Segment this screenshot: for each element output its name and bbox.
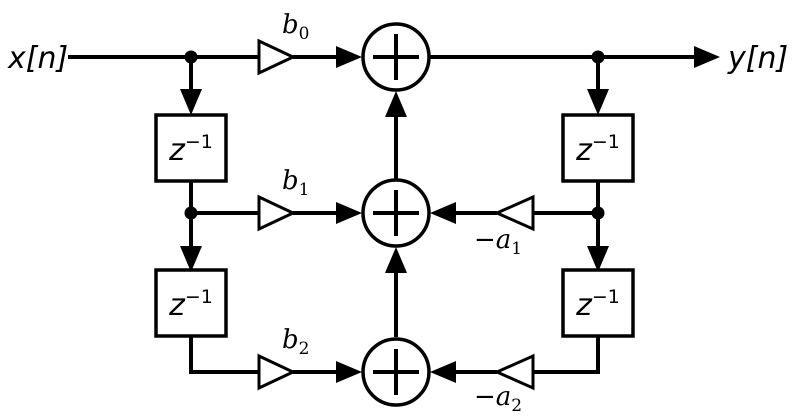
svg-text:z−1: z−1 bbox=[168, 131, 213, 168]
gain-a1 bbox=[493, 194, 535, 232]
delay-left-2: z−1 bbox=[154, 268, 228, 338]
arrowhead-a2-into-sum2 bbox=[430, 361, 456, 383]
gain-b2 bbox=[257, 353, 297, 391]
arrowhead-sum2-into-sum1 bbox=[385, 247, 407, 273]
delay-left-1: z−1 bbox=[154, 113, 228, 183]
sum-node-0 bbox=[361, 22, 431, 92]
arrowhead-sum1-into-sum0 bbox=[385, 91, 407, 117]
arrowhead-into-right-delay1 bbox=[587, 89, 609, 115]
coef-b0-label: b0 bbox=[282, 10, 309, 44]
arrowheads bbox=[180, 46, 720, 383]
junction-dots bbox=[184, 50, 605, 220]
arrowhead-b2-into-sum2 bbox=[336, 361, 362, 383]
delay-exponent: −1 bbox=[185, 131, 213, 153]
delay-base: z bbox=[575, 133, 593, 168]
junction-right-tap0 bbox=[591, 50, 605, 64]
sum-node-1 bbox=[361, 178, 431, 248]
gain-b1 bbox=[257, 194, 297, 232]
coef-a1-label: −a1 bbox=[474, 225, 522, 259]
delay-base: z bbox=[168, 133, 186, 168]
junction-right-tap1 bbox=[591, 206, 605, 220]
wire-right-delay2-out bbox=[533, 336, 600, 374]
svg-text:z−1: z−1 bbox=[575, 131, 620, 168]
arrowhead-a1-into-sum1 bbox=[430, 202, 456, 224]
input-label: x[n] bbox=[7, 41, 68, 76]
gain-a2 bbox=[493, 353, 535, 391]
delay-base: z bbox=[575, 288, 593, 323]
delay-base: z bbox=[168, 288, 186, 323]
sum-node-2 bbox=[361, 337, 431, 407]
coef-a2-label: −a2 bbox=[474, 382, 522, 416]
arrowhead-into-sum0 bbox=[336, 46, 362, 68]
arrowhead-into-left-delay2 bbox=[180, 246, 202, 272]
output-label: y[n] bbox=[727, 41, 788, 76]
delay-exponent: −1 bbox=[185, 286, 213, 308]
delay-exponent: −1 bbox=[592, 286, 620, 308]
svg-text:z−1: z−1 bbox=[168, 286, 213, 323]
delay-right-2: z−1 bbox=[561, 268, 635, 338]
coef-b2-label: b2 bbox=[282, 325, 309, 359]
gain-b0 bbox=[257, 38, 297, 76]
arrowhead-b1-into-sum1 bbox=[336, 202, 362, 224]
arrowhead-into-right-delay2 bbox=[587, 246, 609, 272]
arrowhead-into-left-delay1 bbox=[180, 89, 202, 115]
junction-left-tap1 bbox=[184, 206, 198, 220]
arrowhead-output bbox=[694, 46, 720, 68]
svg-text:z−1: z−1 bbox=[575, 286, 620, 323]
coef-b1-label: b1 bbox=[282, 166, 309, 200]
delay-exponent: −1 bbox=[592, 131, 620, 153]
gain-blocks bbox=[257, 38, 535, 391]
junction-left-tap0 bbox=[184, 50, 198, 64]
wire-left-delay2-out bbox=[189, 336, 259, 374]
delay-right-1: z−1 bbox=[561, 113, 635, 183]
